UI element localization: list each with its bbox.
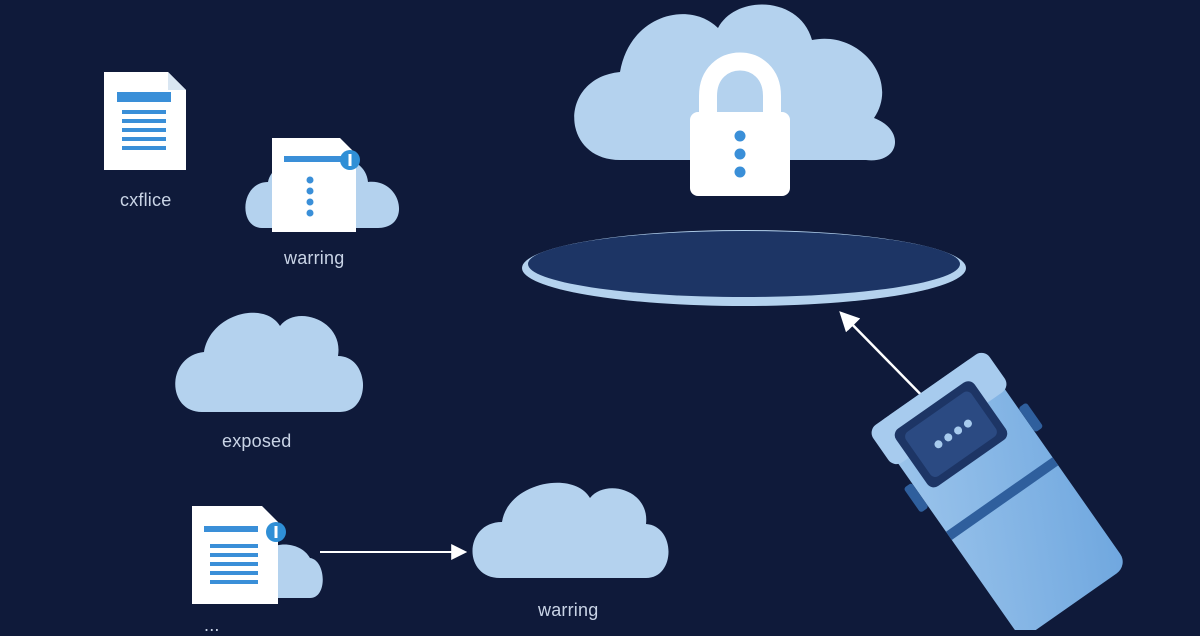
info-badge-icon	[340, 150, 360, 170]
info-badge-icon	[266, 522, 286, 542]
warning-label-top: warring	[284, 248, 345, 268]
file-label: cxflice	[120, 190, 172, 210]
padlock-icon	[690, 52, 790, 196]
document-icon	[192, 506, 278, 604]
exposed-label: exposed	[222, 431, 292, 451]
cloud-icon	[574, 4, 896, 161]
scanner-device-icon	[871, 352, 1123, 630]
warning-label-bottom: warring	[538, 600, 599, 620]
document-icon	[104, 72, 186, 170]
cut-off-label: ...	[204, 615, 220, 635]
cloud-icon	[175, 312, 364, 412]
cloud-icon	[472, 482, 669, 578]
bidirectional-arrow	[839, 311, 937, 411]
portal-ellipse	[522, 230, 966, 306]
document-icon	[272, 138, 356, 232]
